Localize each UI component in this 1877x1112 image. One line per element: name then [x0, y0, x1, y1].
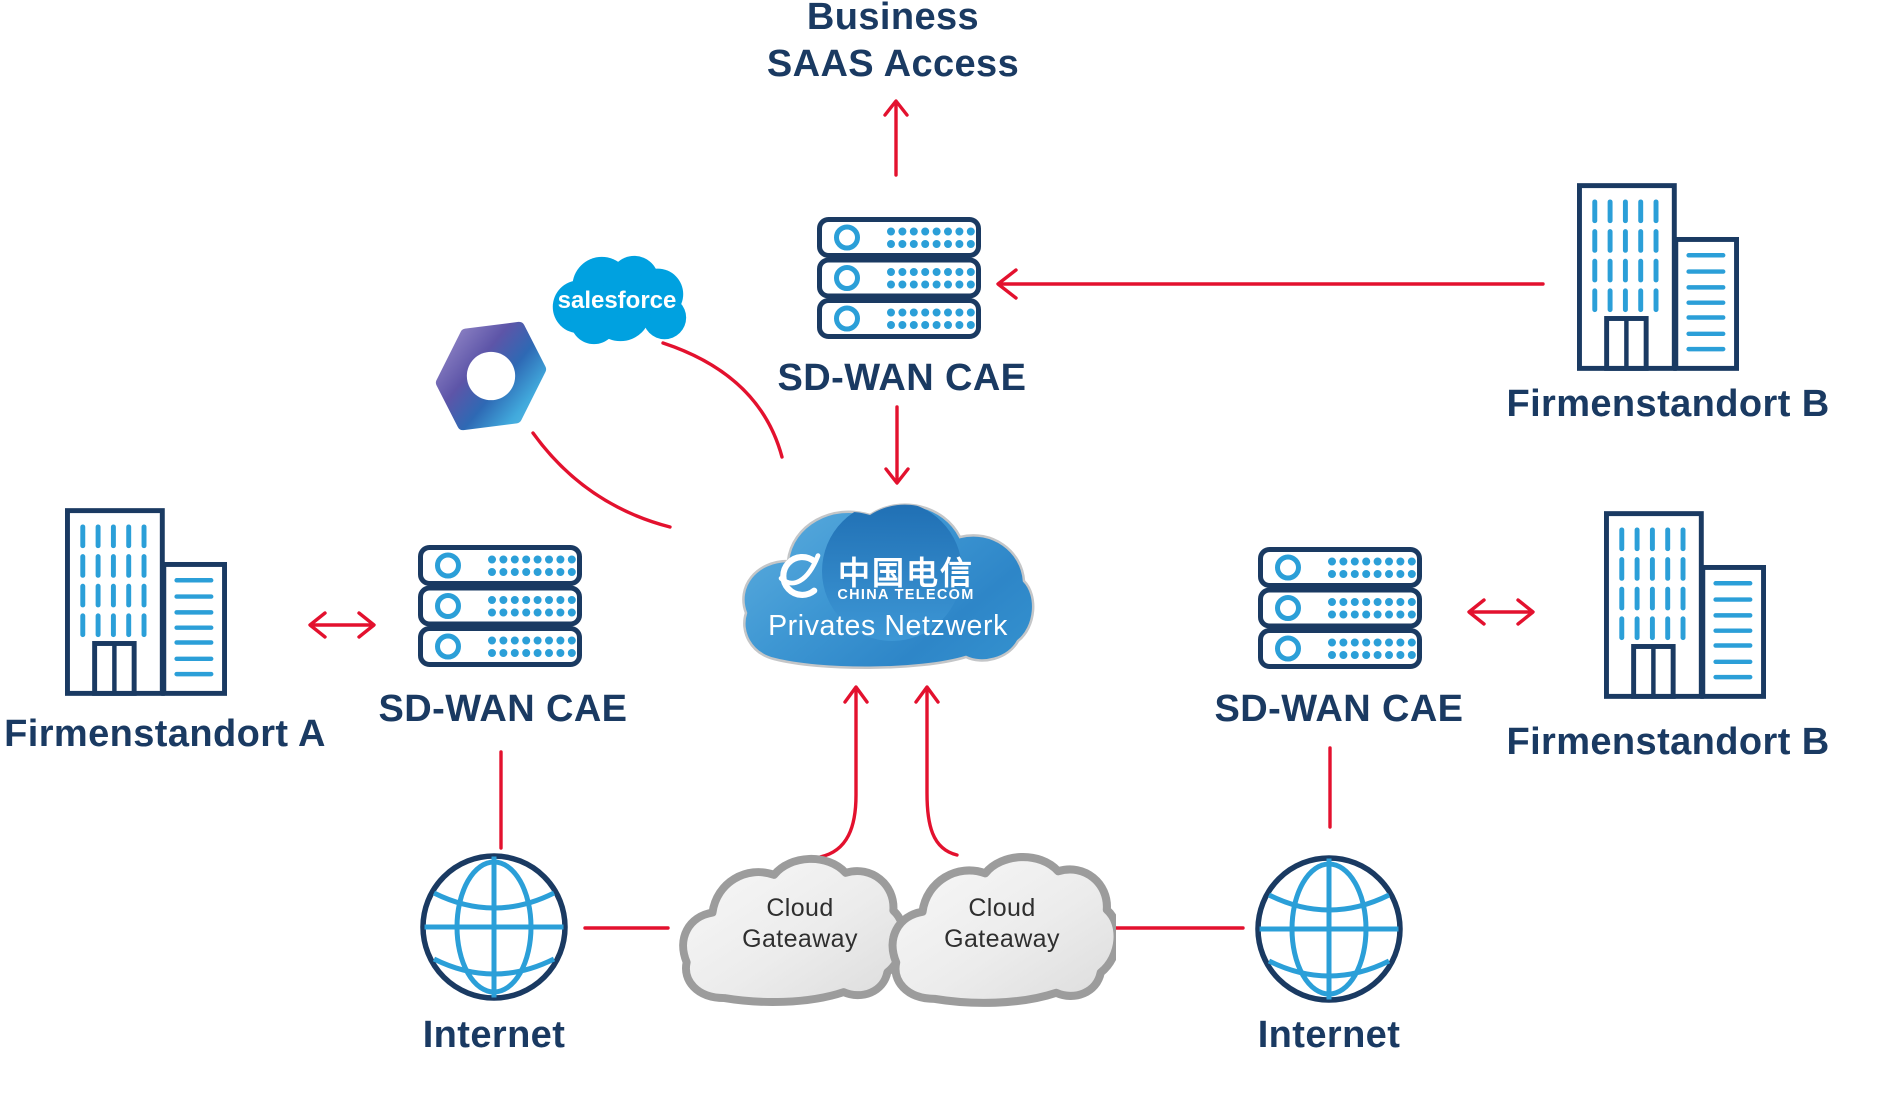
gateway-left-line2: Gateaway — [742, 925, 858, 953]
building-icon-site-b-right — [1604, 510, 1766, 700]
site-b-right-label: Firmenstandort B — [1506, 721, 1830, 763]
building-icon-site-b-top — [1577, 182, 1739, 372]
china-telecom-en: CHINA TELECOM — [837, 587, 975, 603]
gateway-left-line1: Cloud — [766, 894, 834, 922]
internet-left-label: Internet — [422, 1014, 566, 1056]
curve-salesforce-to-cloud — [661, 341, 784, 459]
arrow-up-to-saas — [883, 99, 909, 177]
title-line-2: SAAS Access — [766, 43, 1020, 85]
internet-globe-icon-left — [420, 853, 568, 1001]
arrow-gateway-right-to-cloud — [914, 685, 959, 857]
salesforce-wordmark: salesforce — [558, 287, 677, 314]
salesforce-logo-icon: salesforce — [552, 255, 687, 345]
sdwan-cae-top-label: SD-WAN CAE — [777, 357, 1027, 399]
arrow-double-site-b — [1467, 598, 1535, 626]
server-stack-icon-right — [1258, 547, 1422, 669]
business-saas-title: Business SAAS Access — [718, 0, 1068, 88]
server-stack-icon-top — [817, 217, 981, 339]
site-a-label: Firmenstandort A — [4, 713, 326, 755]
arrow-double-site-a — [308, 611, 376, 639]
arrow-gateway-left-to-cloud — [818, 685, 869, 859]
microsoft-365-logo-icon — [432, 318, 550, 434]
china-telecom-cn: 中国电信 — [837, 555, 974, 591]
cloud-gateway-left-label: Cloud Gateaway — [700, 893, 900, 955]
privates-netzwerk-label: Privates Netzwerk — [768, 610, 1008, 642]
title-line-1: Business — [806, 0, 980, 38]
sdwan-cae-right-label: SD-WAN CAE — [1214, 688, 1464, 730]
telecom-private-network-cloud: 中国电信 CHINA TELECOM Privates Netzwerk — [740, 503, 1036, 673]
arrow-sdwan-top-to-cloud — [884, 405, 910, 485]
internet-globe-icon-right — [1255, 855, 1403, 1003]
server-stack-icon-left — [418, 545, 582, 667]
china-telecom-icon — [776, 549, 824, 602]
cloud-gateway-right-label: Cloud Gateaway — [902, 893, 1102, 955]
gateway-right-line2: Gateaway — [944, 925, 1060, 953]
curve-m365-to-cloud — [531, 431, 672, 529]
gateway-right-line1: Cloud — [968, 894, 1036, 922]
site-b-top-label: Firmenstandort B — [1506, 383, 1830, 425]
building-icon-site-a — [65, 507, 227, 697]
sdwan-cae-left-label: SD-WAN CAE — [378, 688, 628, 730]
internet-right-label: Internet — [1257, 1014, 1401, 1056]
arrow-siteb-to-sdwan-top — [996, 268, 1545, 300]
